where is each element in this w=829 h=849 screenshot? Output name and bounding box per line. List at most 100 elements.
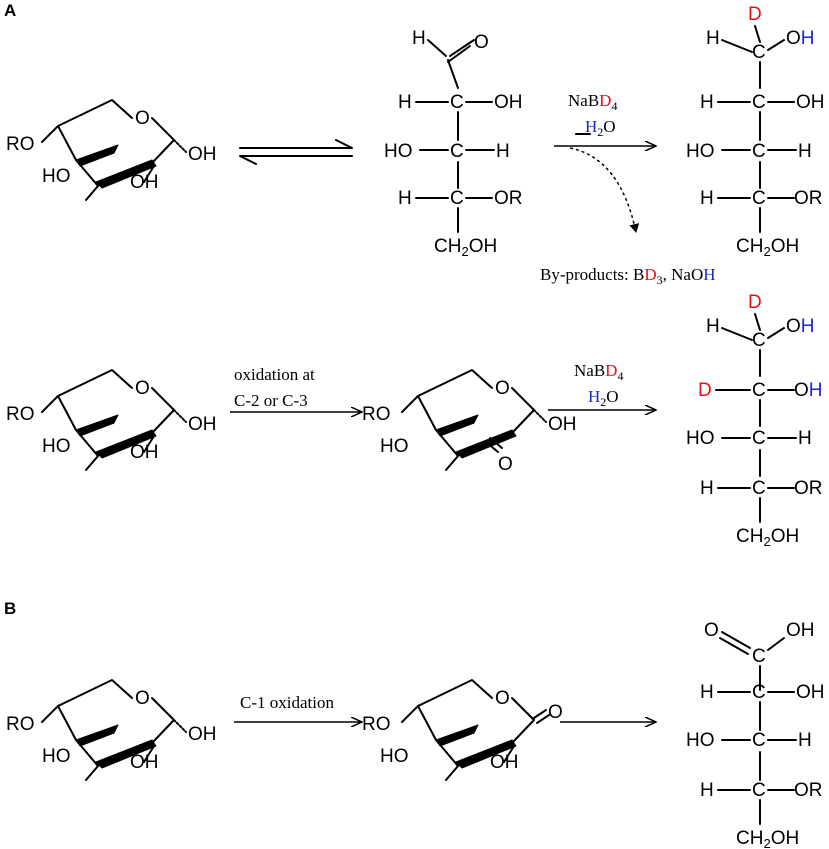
c2-h: H <box>398 92 412 113</box>
c2-oh: OH <box>796 682 825 703</box>
panel-label-b: B <box>4 599 16 618</box>
c4: C <box>752 478 766 499</box>
c2-h: H <box>700 682 714 703</box>
ro-label: RO <box>362 714 391 735</box>
alditol-product-2: D H C OH C D OH C HO H C H OR CH2OH <box>686 292 823 549</box>
c4: C <box>752 780 766 801</box>
c1: C <box>752 42 766 63</box>
c2-deuterium: D <box>698 380 712 401</box>
ring-oxygen: O <box>495 688 510 709</box>
ho-label: HO <box>42 436 71 457</box>
anomeric-oh-label: OH <box>188 414 217 435</box>
ro-label: RO <box>6 714 35 735</box>
panel-label-a: A <box>4 1 16 20</box>
c4: C <box>752 188 766 209</box>
reagent-nabd4: NaBD4 <box>568 91 617 113</box>
c3-ho: HO <box>686 428 715 449</box>
c4: C <box>450 188 464 209</box>
carboxyl-oh: OH <box>786 620 815 641</box>
c2: C <box>752 682 766 703</box>
ring-oxygen: O <box>135 378 150 399</box>
c2: C <box>450 92 464 113</box>
c5-ch2oh: CH2OH <box>434 236 497 259</box>
reduction-arrow-2: NaBD4 H2O <box>548 361 656 410</box>
aldonic-acid: O OH C C H OH C HO H C H OR CH2OH <box>686 620 825 849</box>
c5-ch2oh: CH2OH <box>736 236 799 259</box>
aldehyde-h: H <box>412 28 426 49</box>
ro-label: RO <box>6 134 35 155</box>
reagent-h2o: H2O <box>588 387 619 409</box>
byproducts-label: By-products: BD3, NaOH <box>540 265 716 287</box>
carboxyl-o: O <box>704 620 719 641</box>
c3: C <box>752 141 766 162</box>
anomeric-oh-label: OH <box>188 144 217 165</box>
oh-label: OH <box>130 442 159 463</box>
c1-oxidation-arrow: C-1 oxidation <box>234 693 362 722</box>
c1-h: H <box>706 316 720 337</box>
ho-label: HO <box>42 746 71 767</box>
c1-oh: OH <box>786 316 815 337</box>
oxidation-line1: oxidation at <box>234 365 315 384</box>
c1: C <box>752 330 766 351</box>
oh-label: OH <box>130 172 159 193</box>
alditol-product-1: D H C OH C H OH C HO H C H OR CH2OH <box>686 4 825 259</box>
c3: C <box>752 428 766 449</box>
oxidation-arrow: oxidation at C-2 or C-3 <box>230 365 362 412</box>
aldehyde-o: O <box>474 32 489 53</box>
c1-oxidation-label: C-1 oxidation <box>240 693 334 712</box>
equilibrium-arrow <box>239 139 353 165</box>
c4-or: OR <box>794 188 823 209</box>
c2-oh: OH <box>794 380 823 401</box>
c3-h: H <box>798 730 812 751</box>
c2-h: H <box>700 92 714 113</box>
c2-oh: OH <box>494 92 523 113</box>
c3: C <box>752 730 766 751</box>
keto-pyranose: O RO OH HO O <box>362 369 577 475</box>
c3: C <box>450 141 464 162</box>
c3-h: H <box>496 141 510 162</box>
anomeric-oh-label: OH <box>548 414 577 435</box>
ho-label: HO <box>380 436 409 457</box>
keto-oxygen: O <box>498 454 513 475</box>
ring-oxygen: O <box>495 378 510 399</box>
c4-h: H <box>398 188 412 209</box>
oh-label: OH <box>130 752 159 773</box>
reduction-arrow-1: NaBD4 H2O <box>554 91 656 233</box>
anomeric-oh-label: OH <box>188 724 217 745</box>
c1-deuterium: D <box>748 292 762 313</box>
c3-ho: HO <box>686 141 715 162</box>
ro-label: RO <box>6 404 35 425</box>
c1-deuterium: D <box>748 4 762 25</box>
reagent-nabd4: NaBD4 <box>574 361 623 383</box>
ro-label: RO <box>362 404 391 425</box>
c5-ch2oh: CH2OH <box>736 526 799 549</box>
c1-h: H <box>706 28 720 49</box>
c4-h: H <box>700 780 714 801</box>
lactone: O RO O HO OH <box>362 679 563 781</box>
c3-h: H <box>798 428 812 449</box>
oh-label: OH <box>490 752 519 773</box>
open-chain-aldose: H O C H OH C HO H C H OR CH2OH <box>384 28 523 259</box>
ho-label: HO <box>42 166 71 187</box>
c3-ho: HO <box>686 730 715 751</box>
c4-h: H <box>700 478 714 499</box>
c2: C <box>752 380 766 401</box>
c2: C <box>752 92 766 113</box>
oxidation-line2: C-2 or C-3 <box>234 391 308 410</box>
ring-oxygen: O <box>135 108 150 129</box>
c1-oh: OH <box>786 28 815 49</box>
carbonyl-oxygen: O <box>548 702 563 723</box>
pyranose-ring-3: O RO OH HO OH <box>6 679 217 781</box>
ho-label: HO <box>380 746 409 767</box>
pyranose-ring-1: O RO OH HO OH <box>6 99 217 201</box>
reagent-h2o: H2O <box>585 117 616 139</box>
c2-oh: OH <box>796 92 825 113</box>
c5-ch2oh: CH2OH <box>736 828 799 849</box>
c4-or: OR <box>794 478 823 499</box>
c4-or: OR <box>794 780 823 801</box>
c3-ho: HO <box>384 141 413 162</box>
c4-or: OR <box>494 188 523 209</box>
c4-h: H <box>700 188 714 209</box>
